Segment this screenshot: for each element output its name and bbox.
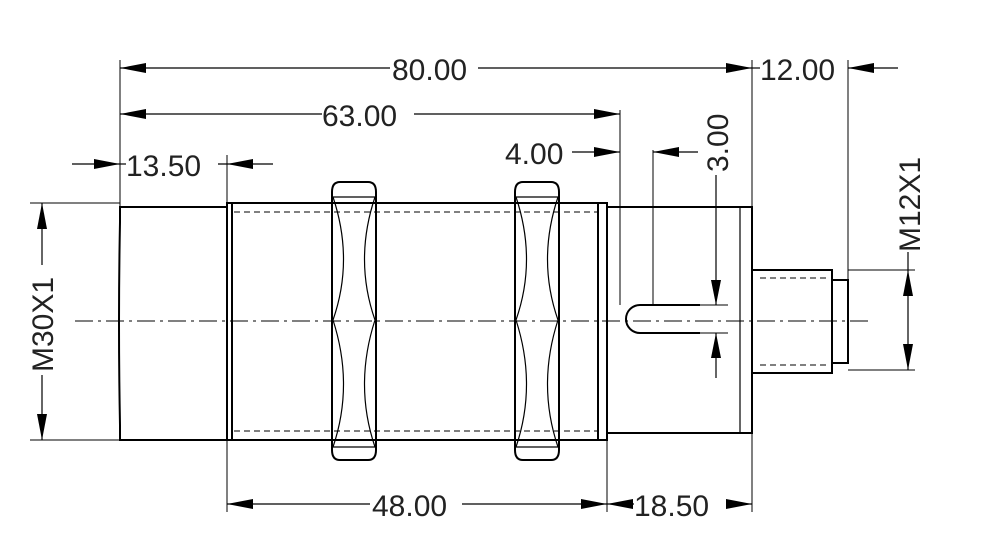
dim-led-offset: 4.00: [505, 138, 698, 171]
nut-rear: [514, 181, 560, 461]
dim-front-unthreaded: 13.50: [72, 150, 273, 183]
dim-overall-length-label: 80.00: [392, 54, 467, 87]
dim-body-thread-label: M30X1: [27, 277, 60, 372]
dim-connector-length: 12.00: [752, 54, 898, 87]
dim-led-offset-label: 4.00: [505, 138, 563, 171]
dim-body-length: 63.00: [120, 100, 620, 133]
dim-connector-thread-label: M12X1: [894, 157, 927, 252]
dim-connector-thread: M12X1: [894, 157, 927, 370]
dim-threaded-length: 48.00: [227, 490, 607, 523]
dim-led-diameter-label: 3.00: [702, 114, 735, 172]
nut-front: [331, 181, 377, 461]
dim-overall-length: 80.00: [120, 54, 752, 87]
dim-threaded-length-label: 48.00: [372, 490, 447, 523]
dim-body-thread: M30X1: [27, 203, 60, 440]
dim-led-diameter: 3.00: [702, 114, 735, 378]
dim-rear-length: 18.50: [607, 490, 752, 523]
extension-lines: [30, 60, 915, 512]
dim-front-unthreaded-label: 13.50: [126, 150, 201, 183]
sensor-body: [118, 202, 753, 441]
dim-connector-length-label: 12.00: [760, 54, 835, 87]
dim-body-length-label: 63.00: [322, 100, 397, 133]
dim-rear-length-label: 18.50: [634, 490, 709, 523]
